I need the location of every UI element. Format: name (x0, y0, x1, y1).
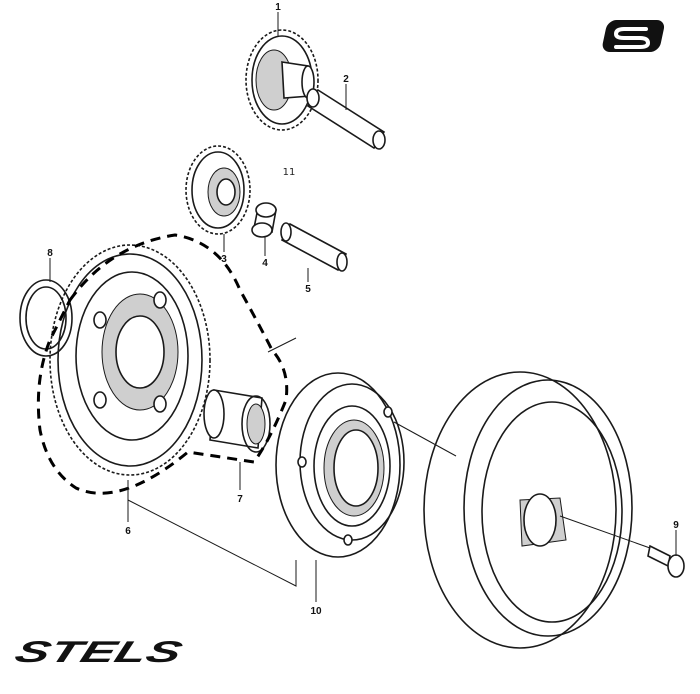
part-label-1: 1 (275, 2, 281, 13)
part-label-11: 11 (283, 167, 296, 178)
stels-brand-logo: STELS (11, 635, 188, 669)
part-5-shaft (280, 222, 348, 272)
part-10-clutch-housing (275, 372, 405, 558)
part-label-3: 3 (221, 254, 227, 265)
part-1-gear (245, 29, 319, 131)
part-4-bushing (251, 202, 277, 238)
assembly-dashed-outline (36, 233, 289, 495)
magneto-rotor (423, 371, 633, 649)
part-label-10: 10 (310, 606, 322, 617)
part-label-6: 6 (125, 526, 131, 537)
part-label-2: 2 (343, 74, 349, 85)
part-7-needle-bearing (203, 389, 271, 453)
part-label-4: 4 (262, 258, 268, 269)
part-label-5: 5 (305, 284, 311, 295)
part-2-shaft (306, 88, 386, 150)
part-label-9: 9 (673, 520, 679, 531)
part-3-gear (185, 145, 251, 235)
part-labels: 1 2 3 4 5 6 7 8 9 10 11 (47, 2, 679, 617)
part-label-8: 8 (47, 248, 53, 259)
part-label-7: 7 (237, 494, 243, 505)
leader-lines (49, 12, 677, 602)
stels-s-badge-icon (602, 20, 665, 52)
part-9-bolt (647, 544, 685, 578)
part-6-large-gear (49, 244, 211, 476)
